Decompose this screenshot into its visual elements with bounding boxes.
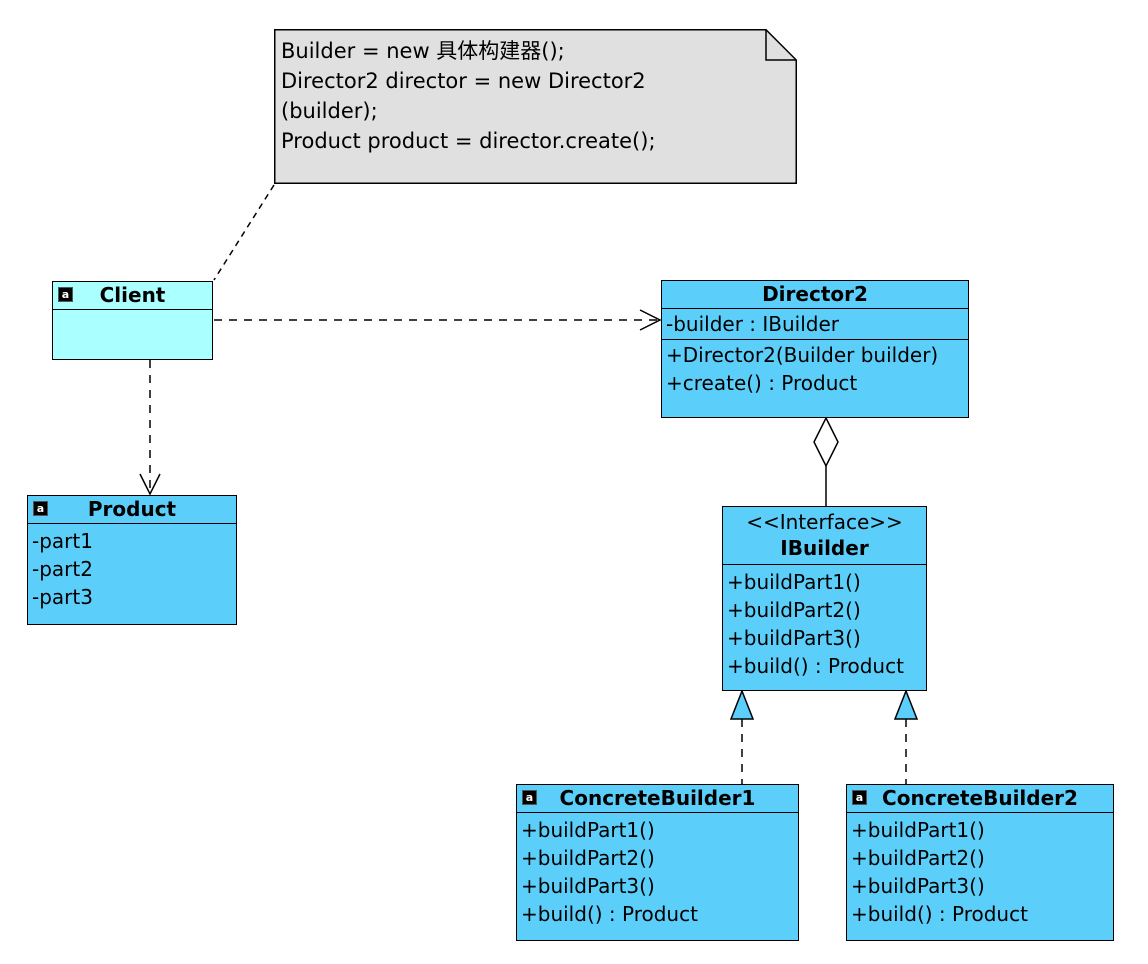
ibuilder-operation: +buildPart2() <box>727 598 861 622</box>
concrete-builder2-class[interactable]: a ConcreteBuilder2 +buildPart1() +buildP… <box>846 784 1114 941</box>
class-icon: a <box>522 790 537 805</box>
concrete-builder1-header: a ConcreteBuilder1 <box>517 785 798 813</box>
concrete-builder2-operation: +buildPart2() <box>851 846 985 870</box>
client-director-dependency-arrowhead <box>639 309 662 331</box>
product-class[interactable]: a Product -part1 -part2 -part3 <box>27 495 237 625</box>
concrete-builder2-operation: +buildPart3() <box>851 874 985 898</box>
director2-attribute: -builder : IBuilder <box>666 312 840 336</box>
client-product-dependency-arrowhead <box>139 473 161 496</box>
director2-attributes-section: -builder : IBuilder <box>662 309 968 340</box>
director2-class-name: Director2 <box>762 282 868 306</box>
director2-class-header: Director2 <box>662 281 968 309</box>
concrete-builder1-operation: +build() : Product <box>521 902 698 926</box>
concrete-builder2-operation: +buildPart1() <box>851 818 985 842</box>
class-icon: a <box>33 501 48 516</box>
director2-operation: +create() : Product <box>666 371 858 395</box>
class-icon: a <box>58 287 73 302</box>
ibuilder-operation: +build() : Product <box>727 654 904 678</box>
note-shape <box>274 29 797 184</box>
ibuilder-operation: +buildPart1() <box>727 570 861 594</box>
director2-operation: +Director2(Builder builder) <box>666 343 939 367</box>
concrete-builder1-name: ConcreteBuilder1 <box>559 786 756 810</box>
concrete-builder2-header: a ConcreteBuilder2 <box>847 785 1113 813</box>
product-attributes-section: -part1 -part2 -part3 <box>28 524 236 614</box>
concrete-builder1-class[interactable]: a ConcreteBuilder1 +buildPart1() +buildP… <box>516 784 799 941</box>
ibuilder-interface[interactable]: <<Interface>> IBuilder +buildPart1() +bu… <box>722 506 927 691</box>
product-attribute: -part2 <box>32 557 93 581</box>
director2-class[interactable]: Director2 -builder : IBuilder +Director2… <box>661 280 969 418</box>
ibuilder-interface-name: IBuilder <box>780 536 869 560</box>
client-class-header: a Client <box>53 282 212 310</box>
product-attribute: -part3 <box>32 585 93 609</box>
ibuilder-interface-header: <<Interface>> IBuilder <box>723 507 926 565</box>
client-class[interactable]: a Client <box>52 281 213 360</box>
product-class-header: a Product <box>28 496 236 524</box>
concrete-builder1-operation: +buildPart2() <box>521 846 655 870</box>
concrete2-realization-triangle <box>893 688 919 720</box>
ibuilder-operations-section: +buildPart1() +buildPart2() +buildPart3(… <box>723 565 926 683</box>
concrete-builder2-operations-section: +buildPart1() +buildPart2() +buildPart3(… <box>847 813 1113 931</box>
concrete-builder2-operation: +build() : Product <box>851 902 1028 926</box>
director-ibuilder-aggregation-diamond <box>813 416 839 468</box>
note-line: Builder = new 具体构建器(); <box>281 39 565 63</box>
ibuilder-stereotype: <<Interface>> <box>746 510 903 534</box>
note-anchor-line <box>213 184 275 281</box>
client-class-name: Client <box>99 283 166 307</box>
product-class-name: Product <box>87 497 177 521</box>
concrete-builder1-operations-section: +buildPart1() +buildPart2() +buildPart3(… <box>517 813 798 931</box>
ibuilder-operation: +buildPart3() <box>727 626 861 650</box>
concrete-builder1-operation: +buildPart3() <box>521 874 655 898</box>
concrete1-realization-triangle <box>729 688 755 720</box>
note-line: Director2 director = new Director2 <box>281 69 646 93</box>
note-line: Product product = director.create(); <box>281 129 656 153</box>
code-note[interactable]: Builder = new 具体构建器(); Director2 directo… <box>274 29 797 184</box>
concrete-builder1-operation: +buildPart1() <box>521 818 655 842</box>
product-attribute: -part1 <box>32 529 93 553</box>
director2-operations-section: +Director2(Builder builder) +create() : … <box>662 340 968 398</box>
note-line: (builder); <box>281 99 378 123</box>
class-icon: a <box>852 790 867 805</box>
note-text: Builder = new 具体构建器(); Director2 directo… <box>281 36 656 156</box>
client-attributes-section <box>53 310 212 359</box>
concrete-builder2-name: ConcreteBuilder2 <box>882 786 1078 810</box>
